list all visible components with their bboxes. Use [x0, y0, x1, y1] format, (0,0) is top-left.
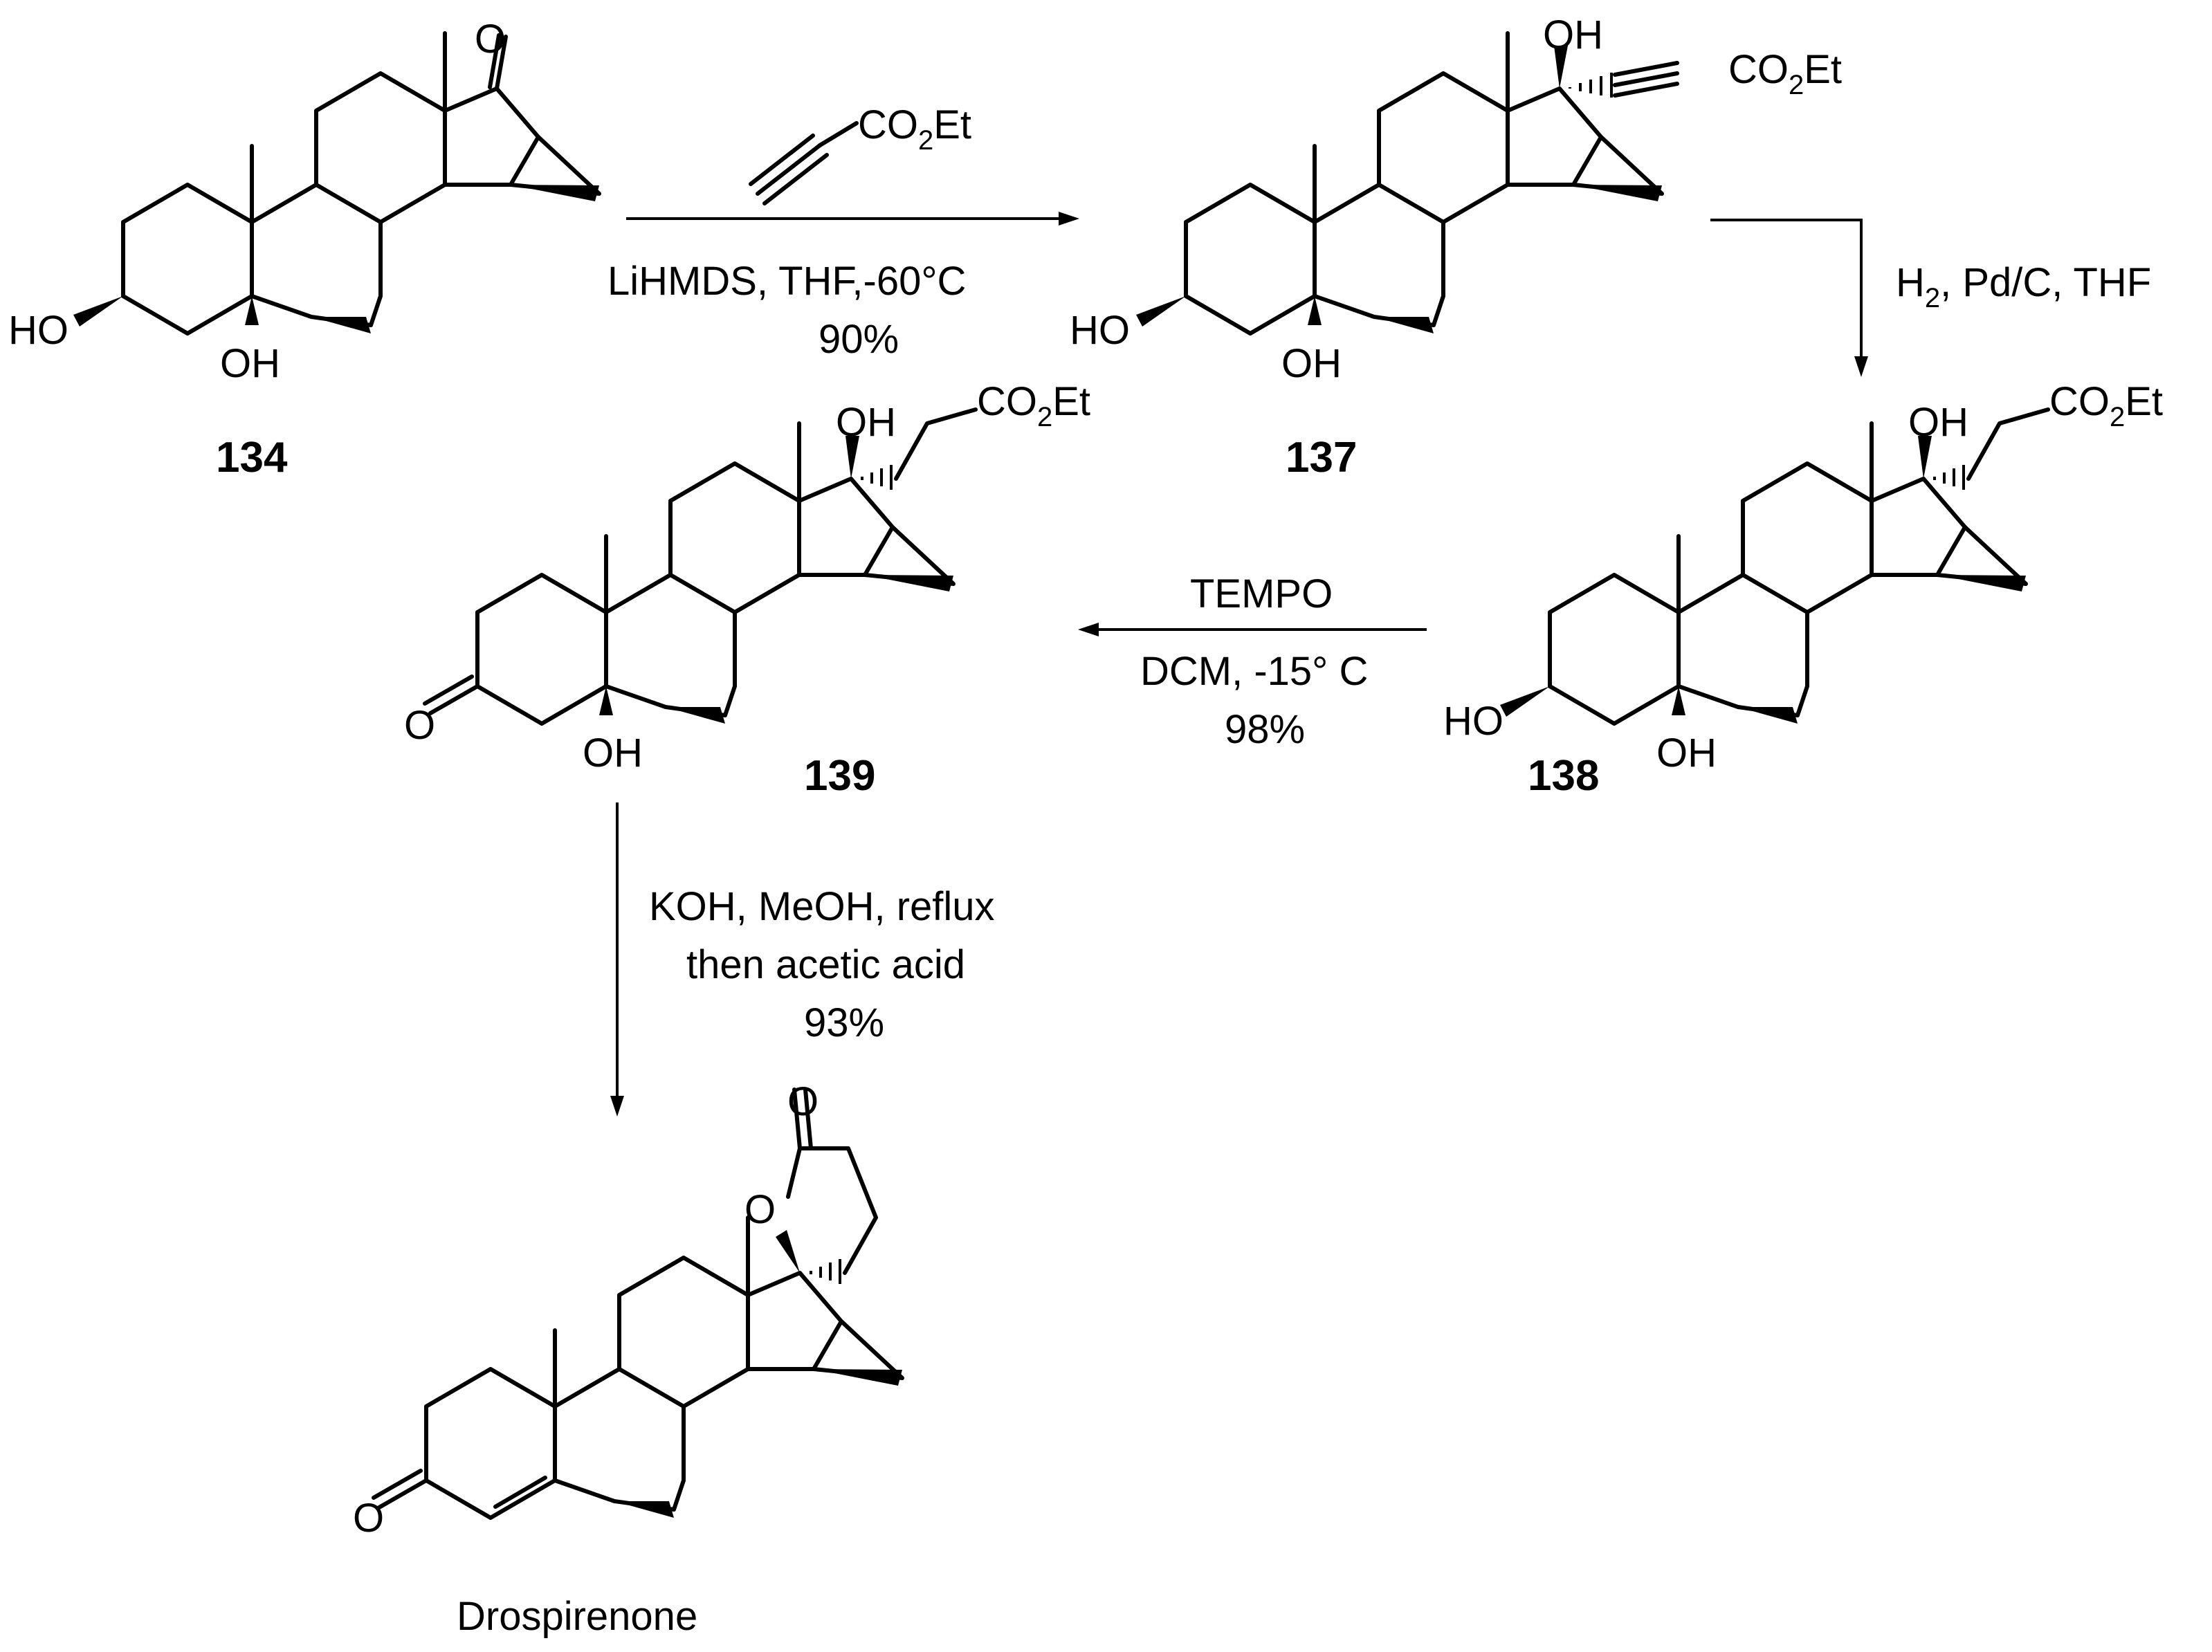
reagent-co2et: CO2Et	[858, 102, 971, 156]
oh5-label-138: OH	[1656, 731, 1717, 775]
label-138: 138	[1528, 752, 1599, 800]
o-ring-lactone: O	[744, 1187, 776, 1232]
co2et-137: CO2Et	[1728, 47, 1842, 100]
label-139: 139	[804, 752, 875, 800]
arrowhead-step3	[1078, 623, 1099, 636]
label-137: 137	[1286, 434, 1357, 481]
arrowhead-step4	[610, 1096, 624, 1117]
ho3-label-138: HO	[1443, 699, 1503, 744]
o3-label-139: O	[404, 703, 435, 748]
structure-134	[73, 33, 599, 333]
oh17-label-139: OH	[836, 400, 896, 445]
oh5-label-134: OH	[220, 341, 280, 386]
o3-label-drospirenone: O	[353, 1496, 384, 1541]
step3-reagent: TEMPO	[1190, 571, 1333, 616]
step1-conditions: LiHMDS, THF,-60°C	[607, 259, 966, 304]
o17-label-134: O	[475, 17, 506, 62]
co2et-139: CO2Et	[977, 379, 1090, 432]
ho3-label-134: HO	[8, 308, 68, 353]
arrowhead-step2	[1854, 356, 1868, 377]
step2-conditions: H2, Pd/C, THF	[1896, 260, 2151, 313]
structure-139	[423, 407, 978, 724]
label-drospirenone: Drospirenone	[457, 1594, 697, 1639]
step3-conditions: DCM, -15° C	[1140, 649, 1368, 694]
arrowhead-step1	[1059, 212, 1079, 226]
oh17-label-138: OH	[1908, 400, 1968, 445]
step4-conditions: KOH, MeOH, reflux	[649, 884, 995, 929]
structure-137	[1136, 33, 1679, 333]
ho3-label-137: HO	[1070, 308, 1130, 353]
oh5-label-139: OH	[583, 731, 643, 775]
oh17-label-137: OH	[1543, 12, 1603, 57]
o-carbonyl-lactone: O	[787, 1079, 819, 1124]
label-134: 134	[216, 434, 288, 481]
oh5-label-137: OH	[1281, 341, 1342, 386]
structure-138	[1500, 407, 2050, 724]
step3-yield: 98%	[1225, 707, 1305, 752]
co2et-138: CO2Et	[2049, 379, 2163, 432]
structure-drospirenone	[372, 1087, 904, 1520]
step1-yield: 90%	[819, 317, 899, 362]
step4-workup: then acetic acid	[686, 942, 965, 987]
arrow-step2	[1710, 219, 1863, 360]
step4-yield: 93%	[804, 1000, 884, 1045]
alkyne-reagent	[749, 121, 859, 205]
